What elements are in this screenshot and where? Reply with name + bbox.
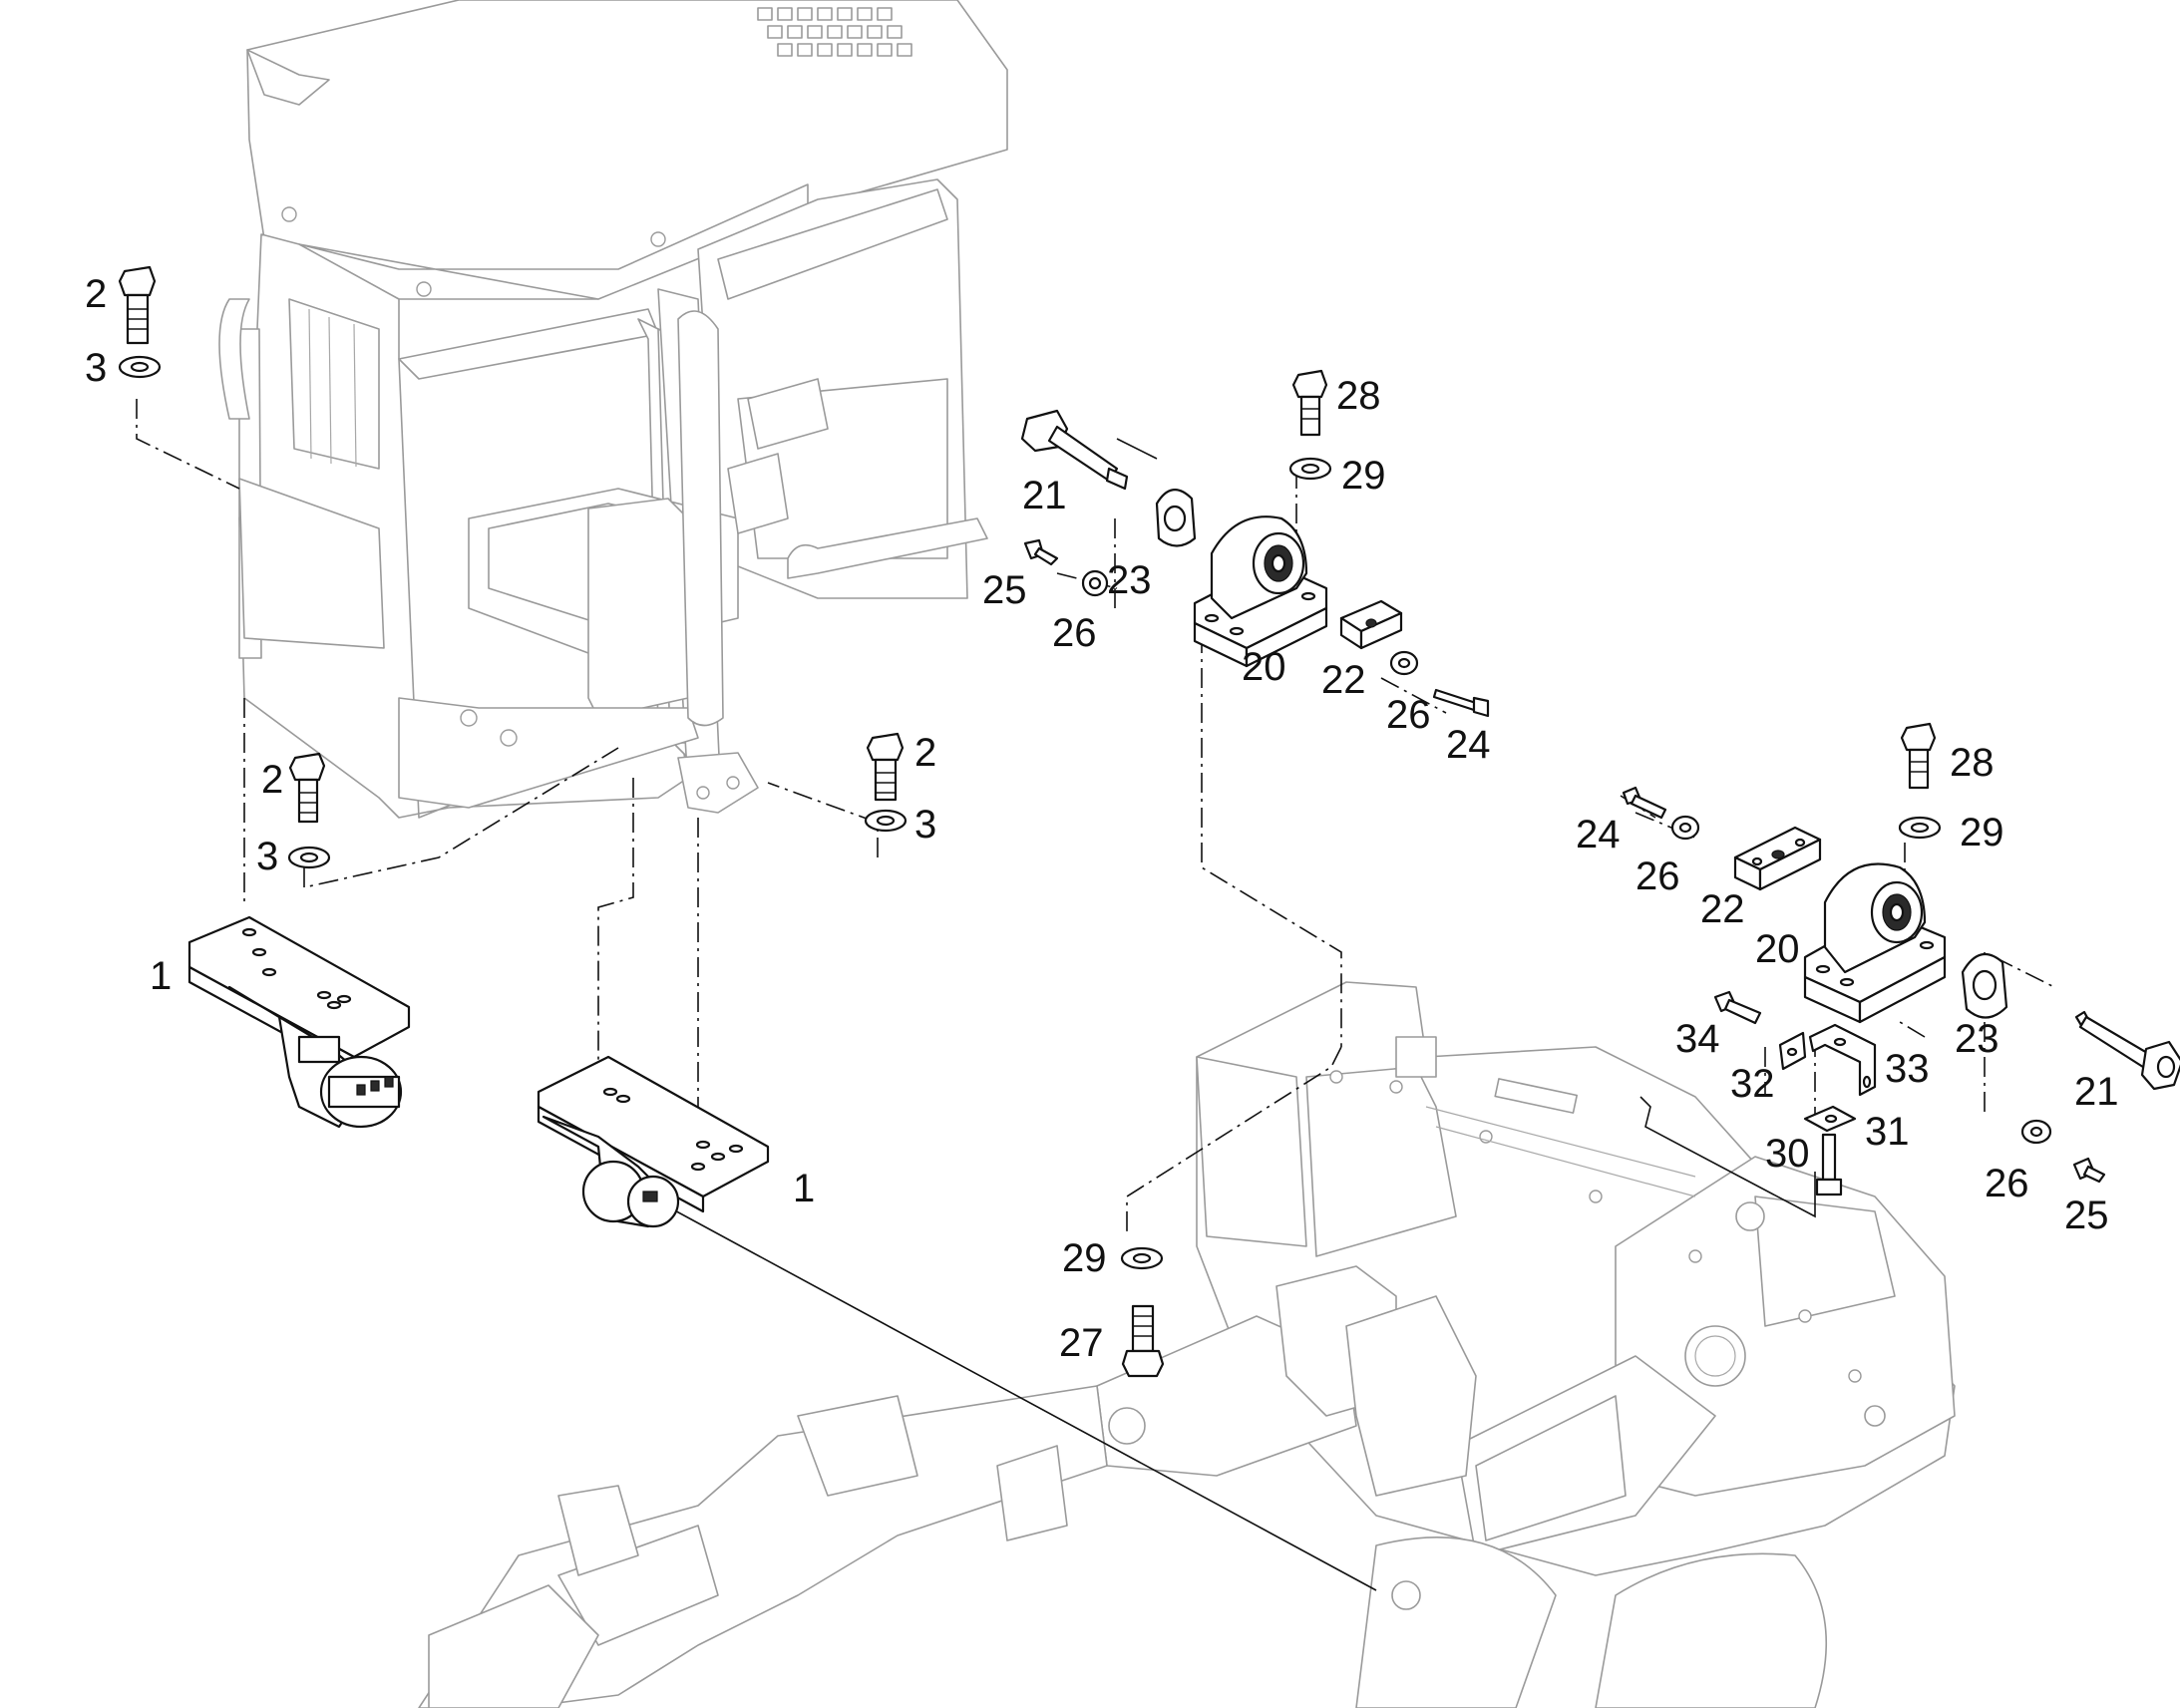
callout-26: 26 <box>1635 854 1680 898</box>
retainer-plate-23-lower <box>1961 952 2008 1019</box>
retainer-plate-23-upper <box>1155 489 1197 547</box>
callout-3: 3 <box>256 835 278 878</box>
callout-30: 30 <box>1765 1132 1810 1176</box>
callout-3: 3 <box>85 346 107 390</box>
callout-31: 31 <box>1865 1110 1910 1154</box>
bolt-2-top-left <box>118 265 157 345</box>
spacer-block-22-upper <box>1339 599 1403 650</box>
bolt-25-upper <box>1023 538 1059 566</box>
callout-22: 22 <box>1700 887 1745 931</box>
callout-22: 22 <box>1321 658 1366 702</box>
callout-29: 29 <box>1062 1236 1107 1280</box>
leader-lines <box>136 399 2055 1591</box>
callout-28: 28 <box>1950 741 1995 785</box>
callout-3: 3 <box>914 803 936 847</box>
callout-33: 33 <box>1885 1047 1930 1091</box>
callout-26: 26 <box>1386 693 1431 737</box>
callout-1: 1 <box>150 954 172 998</box>
callout-21: 21 <box>1022 474 1067 517</box>
callout-32: 32 <box>1730 1062 1775 1106</box>
washer-26-lower-left <box>1670 815 1700 841</box>
pin-21-upper <box>1020 409 1129 491</box>
bolt-2-mid-right <box>866 732 905 802</box>
washer-26-upper-left <box>1081 569 1109 597</box>
washer-26-lower-right <box>2020 1119 2052 1145</box>
washer-3-top-left <box>118 355 162 379</box>
mount-bracket-1-center <box>537 1055 770 1228</box>
callout-20: 20 <box>1755 927 1800 971</box>
callout-29: 29 <box>1960 811 2004 854</box>
bolt-28-lower <box>1900 722 1937 790</box>
bolt-34 <box>1713 990 1762 1025</box>
callout-28: 28 <box>1336 374 1381 418</box>
bolt-24-upper <box>1432 688 1490 718</box>
callout-2: 2 <box>85 272 107 316</box>
callout-34: 34 <box>1675 1017 1720 1061</box>
rubber-mount-20-upper <box>1193 515 1328 668</box>
washer-29-upper <box>1288 457 1332 481</box>
callout-20: 20 <box>1242 645 1286 689</box>
washer-29-lower <box>1898 816 1942 840</box>
callout-27: 27 <box>1059 1321 1104 1365</box>
plate-31 <box>1803 1105 1857 1133</box>
callout-25: 25 <box>982 568 1027 612</box>
callout-1: 1 <box>793 1167 815 1210</box>
callout-26: 26 <box>1985 1162 2029 1205</box>
cab-ghost <box>218 0 1008 819</box>
mount-bracket-1-left <box>187 915 411 1129</box>
washer-26-upper-right <box>1389 650 1419 676</box>
callouts: 2 3 2 3 2 3 1 1 28 29 21 23 25 26 20 22 … <box>85 272 2119 1365</box>
bolt-2-mid-left <box>288 752 326 824</box>
callout-26: 26 <box>1052 611 1097 655</box>
callout-2: 2 <box>914 731 936 775</box>
bracket-33 <box>1808 1023 1877 1097</box>
callout-2: 2 <box>261 758 283 802</box>
callout-24: 24 <box>1446 723 1491 767</box>
bolt-28-upper <box>1291 369 1328 437</box>
callout-23: 23 <box>1955 1017 1999 1061</box>
bolt-25-lower <box>2072 1157 2106 1184</box>
plate-32 <box>1778 1031 1807 1071</box>
spacer-block-22-lower <box>1733 826 1822 891</box>
bolt-27 <box>1121 1304 1165 1378</box>
callout-21: 21 <box>2074 1070 2119 1114</box>
callout-25: 25 <box>2064 1194 2109 1237</box>
rubber-mount-20-lower <box>1803 862 1947 1024</box>
callout-23: 23 <box>1107 558 1152 602</box>
pin-21-lower <box>2074 1010 2180 1091</box>
bolt-24-lower <box>1622 786 1667 820</box>
callout-24: 24 <box>1576 813 1621 856</box>
washer-3-mid-right <box>864 809 908 833</box>
washer-29-lower-center <box>1120 1246 1164 1270</box>
callout-29: 29 <box>1341 454 1386 498</box>
washer-3-mid-left <box>287 846 331 869</box>
roof-vent-grid <box>757 7 912 57</box>
bolt-30 <box>1815 1133 1843 1196</box>
chassis-ghost <box>418 981 1956 1708</box>
